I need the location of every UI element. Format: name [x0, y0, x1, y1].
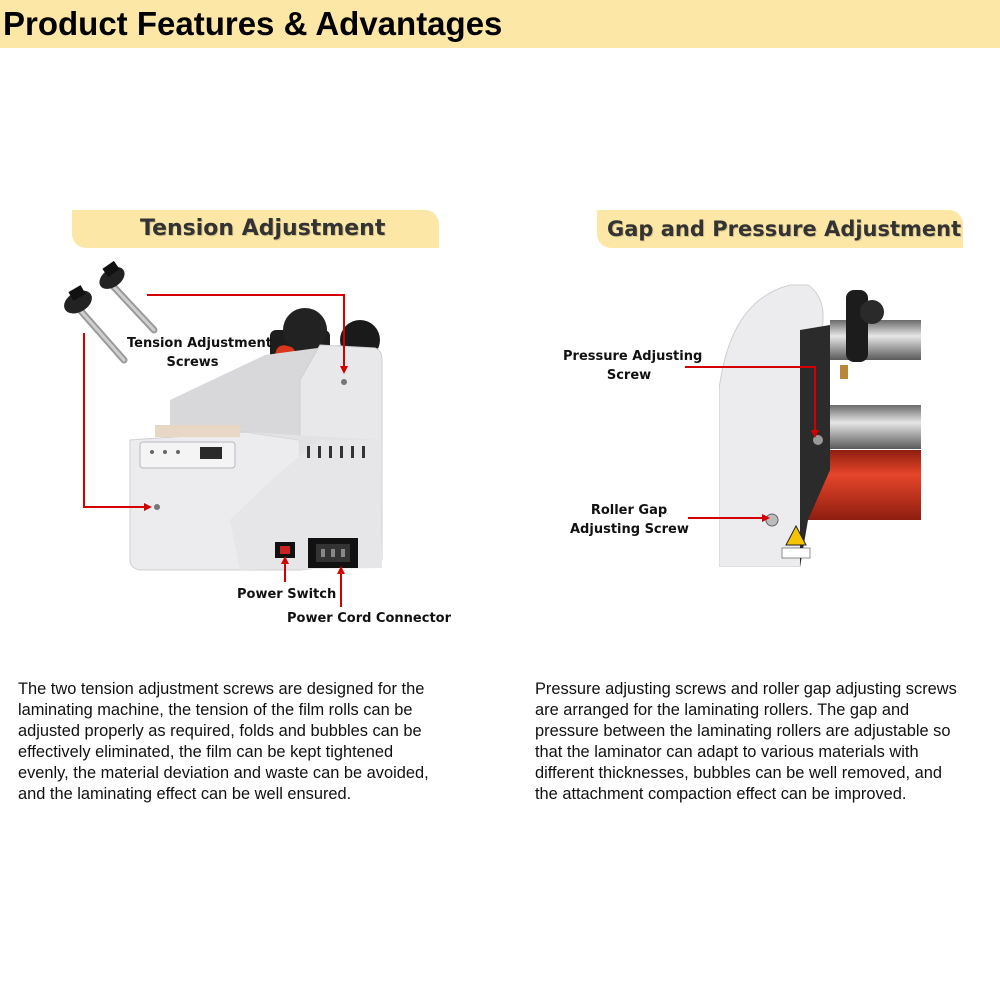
roller-gap-screw-label: Roller Gap Adjusting Screw: [570, 501, 689, 539]
tension-description-line: laminating machine, the tension of the f…: [18, 701, 413, 719]
gap-description-line: Pressure adjusting screws and roller gap…: [535, 680, 957, 698]
tension-screws-label-line2: Screws: [166, 355, 219, 370]
tension-adjustment-heading: Tension Adjustment: [140, 216, 386, 241]
gap-callout-lines: [685, 366, 816, 519]
power-switch-label: Power Switch: [237, 587, 337, 602]
tension-screws-label: Tension Adjustment Screws: [127, 334, 272, 372]
page-title: Product Features & Advantages: [3, 5, 503, 42]
tension-description-line: adjusted properly as required, folds and…: [18, 722, 422, 740]
gap-pressure-heading: Gap and Pressure Adjustment: [607, 217, 962, 241]
tension-description-line: effectively eliminated, the film can be …: [18, 743, 394, 761]
tension-screws-label-line1: Tension Adjustment: [127, 336, 272, 351]
title-bar: Product Features & Advantages: [0, 0, 1000, 48]
gap-description-line: different thicknesses, bubbles can be we…: [535, 764, 942, 782]
tension-screw-icon: [99, 260, 158, 334]
pressure-screw-label: Pressure Adjusting Screw: [563, 347, 703, 385]
tension-callout-lines: [83, 294, 345, 607]
tension-description-line: evenly, the material deviation and waste…: [18, 764, 429, 782]
pressure-screw-label-line2: Screw: [606, 368, 652, 383]
gap-pressure-description: Pressure adjusting screws and roller gap…: [535, 679, 957, 805]
tension-adjustment-heading-tab: Tension Adjustment: [72, 210, 439, 248]
power-cord-label: Power Cord Connector: [287, 611, 451, 626]
tension-description-line: and the laminating effect can be well en…: [18, 785, 352, 803]
gap-pressure-heading-tab: Gap and Pressure Adjustment: [597, 210, 963, 248]
tension-description-line: The two tension adjustment screws are de…: [18, 680, 425, 698]
gap-description-line: that the laminator can adapt to various …: [535, 743, 919, 761]
gap-description-line: the attachment compaction effect can be …: [535, 785, 907, 803]
gap-description-line: pressure between the laminating rollers …: [535, 722, 951, 740]
pressure-screw-label-line1: Pressure Adjusting: [563, 349, 703, 364]
laminator-machine-body: [129, 308, 383, 571]
roller-gap-screw-label-line1: Roller Gap: [590, 503, 668, 518]
gap-description-line: are arranged for the laminating rollers.…: [535, 701, 910, 719]
tension-screw-icon: [64, 285, 128, 364]
roller-gap-screw-label-line2: Adjusting Screw: [570, 522, 689, 537]
tension-description: The two tension adjustment screws are de…: [18, 679, 429, 805]
